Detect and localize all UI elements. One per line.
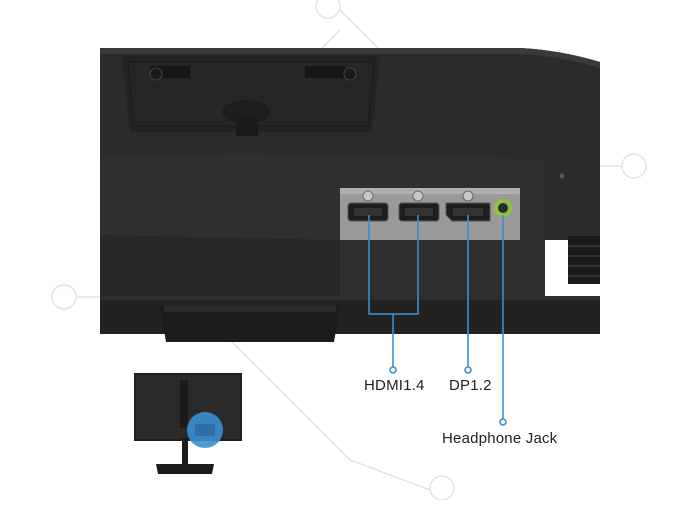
port-panel [340, 188, 520, 240]
hdmi-port-2 [398, 190, 440, 222]
headphone-jack [494, 199, 512, 217]
displayport-port [445, 190, 491, 222]
hdmi-label: HDMI1.4 [364, 377, 425, 394]
port-callouts [368, 215, 504, 420]
headphone-jack-label: Headphone Jack [442, 430, 558, 447]
hdmi-callout-dot [389, 366, 397, 374]
monitor-thumbnail [134, 373, 242, 474]
callout-dots [389, 366, 507, 426]
dp-callout-dot [464, 366, 472, 374]
dp-label: DP1.2 [449, 377, 492, 394]
hdmi-port-1 [347, 190, 389, 222]
headphone-callout-dot [499, 418, 507, 426]
